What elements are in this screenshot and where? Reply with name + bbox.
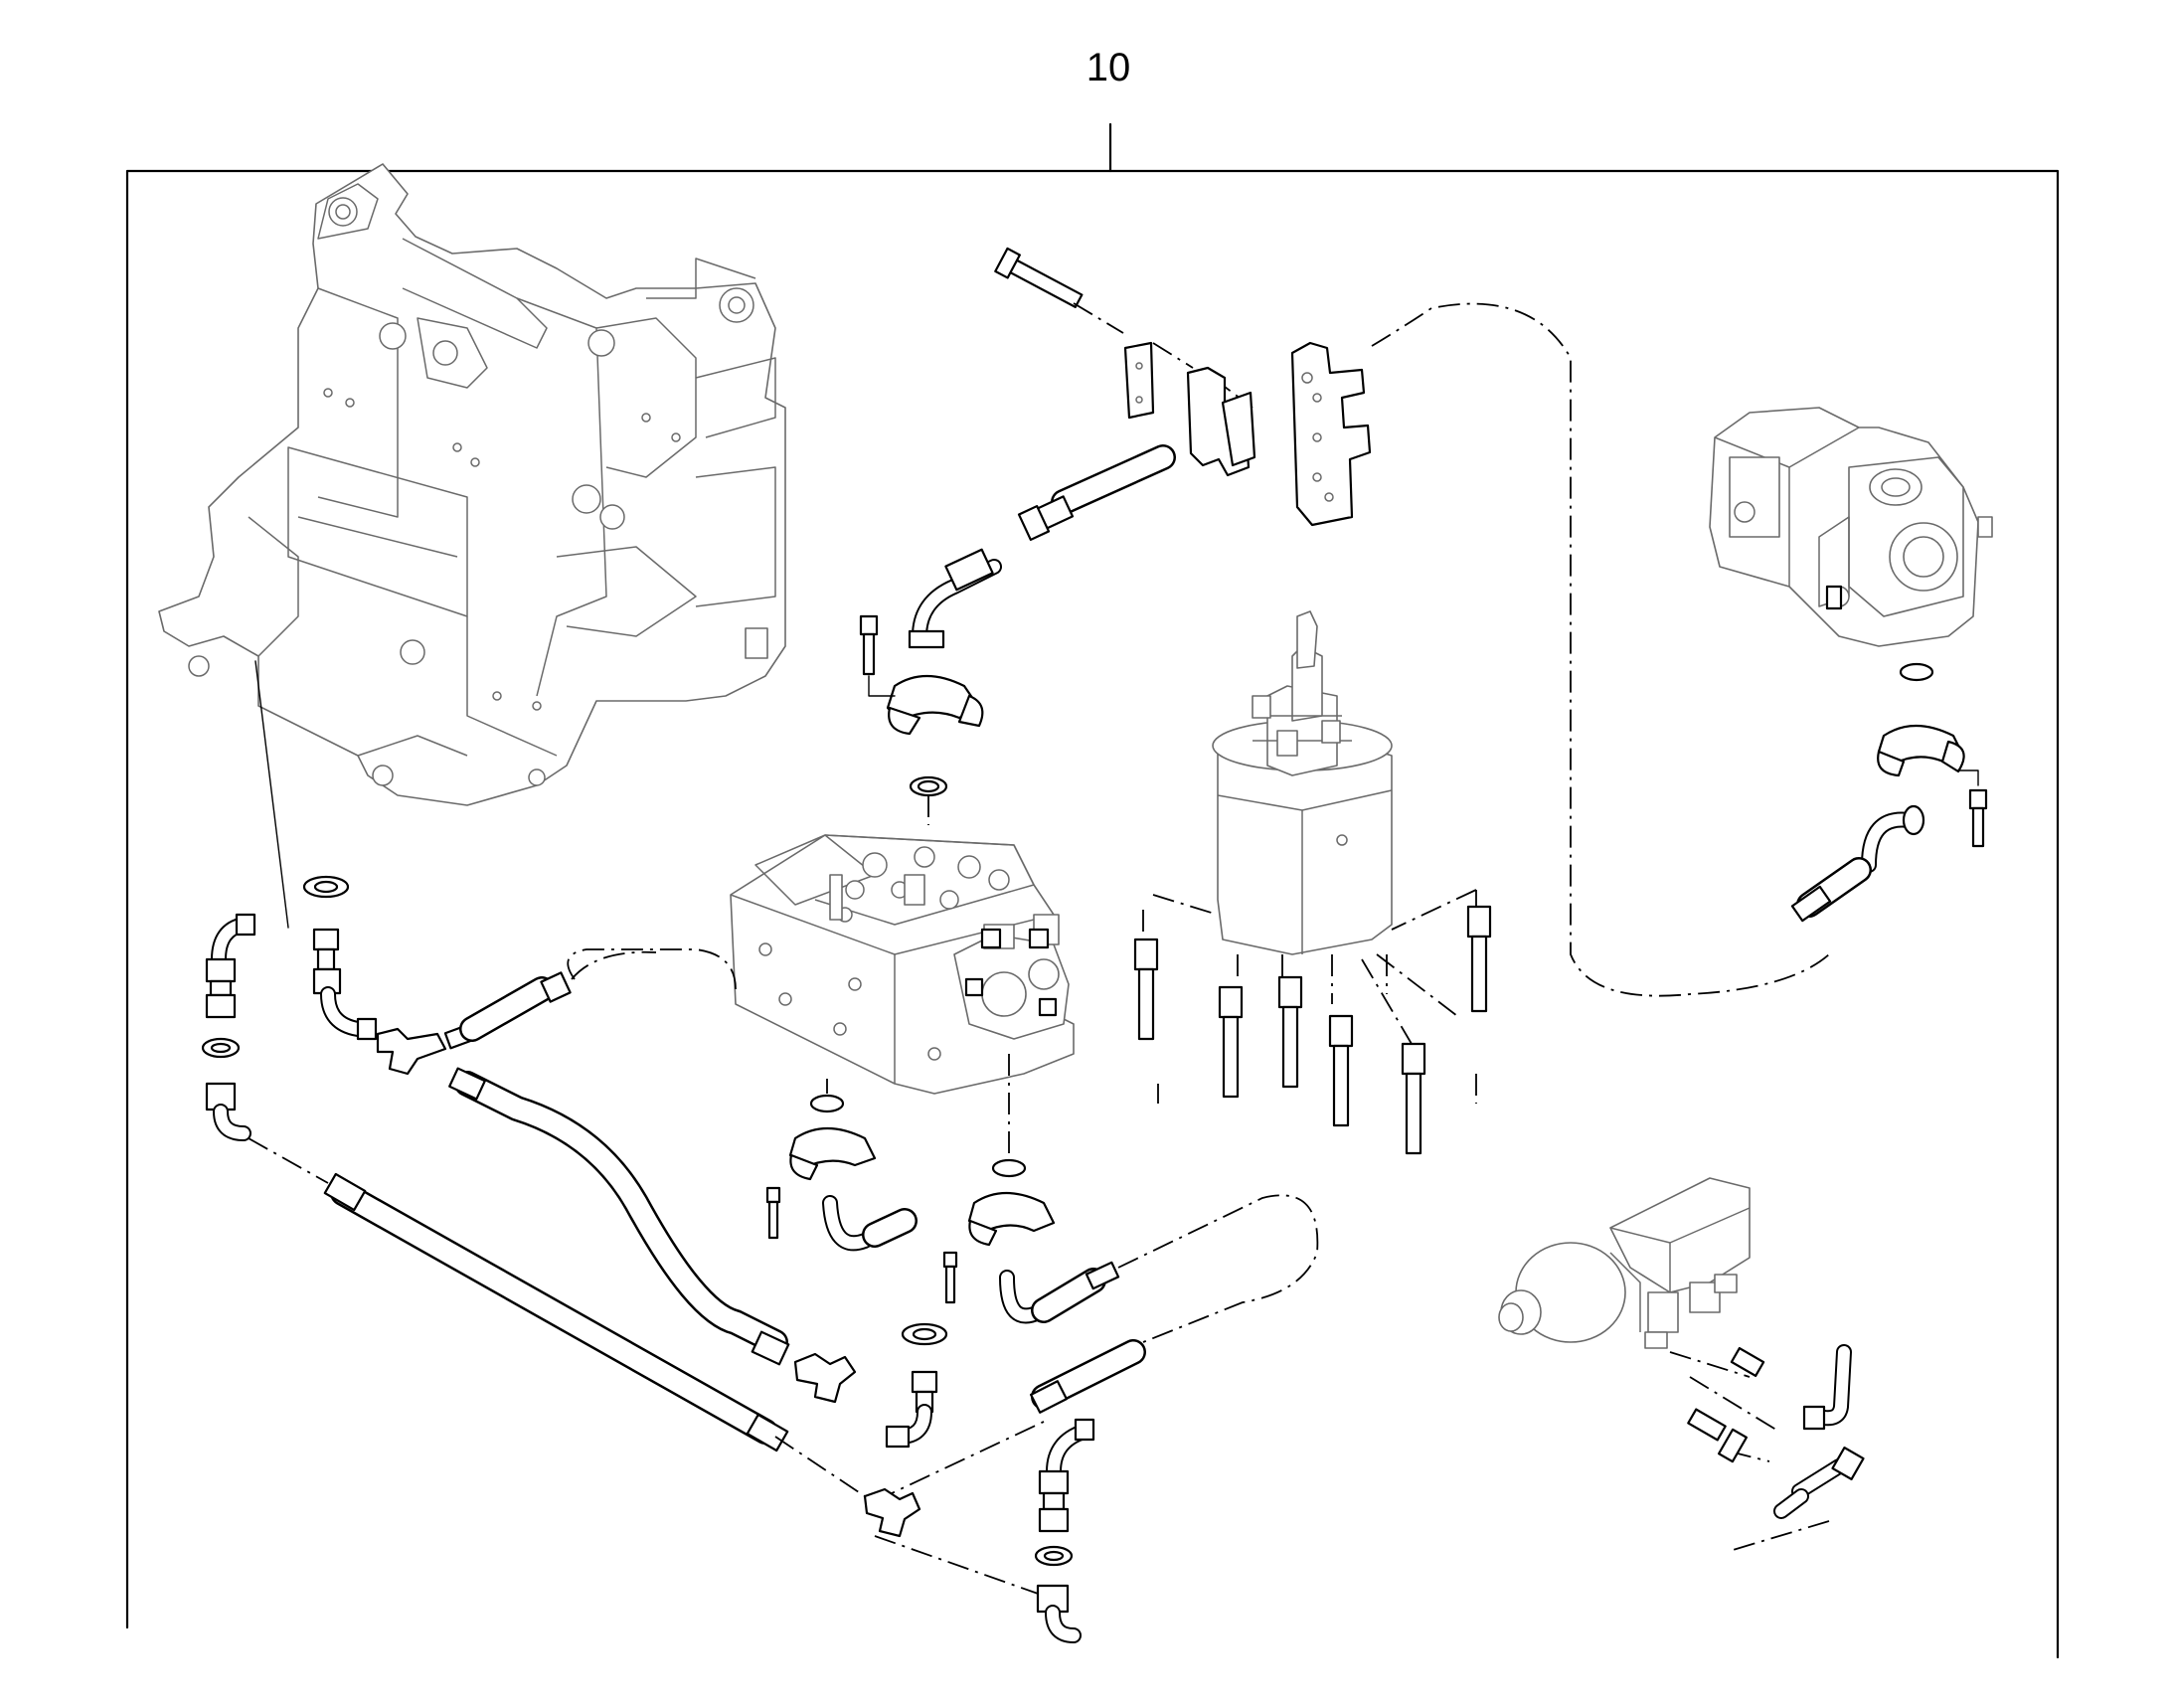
assembly-frame — [125, 122, 2060, 1659]
connection-line — [248, 1137, 1045, 1597]
hose-end-set — [1133, 905, 1492, 1155]
callout-number: 10 — [1086, 46, 1131, 89]
lower-clamp-set — [765, 1094, 1120, 1324]
accumulator-fittings — [1687, 1344, 1865, 1519]
connection-line — [1371, 302, 1830, 997]
left-fitting-column — [201, 875, 572, 1141]
lower-fitting-set — [793, 1322, 948, 1538]
frame-leader — [254, 660, 289, 929]
lower-right-hose — [1029, 1339, 1146, 1643]
connection-line — [1117, 1194, 1319, 1343]
connection-line — [1669, 1351, 1830, 1552]
connection-line — [1142, 889, 1477, 1104]
gear-pump — [1212, 610, 1393, 955]
connection-line — [567, 795, 1010, 1158]
piston-pump — [1709, 407, 1993, 647]
accumulator-valve — [1498, 1177, 1751, 1349]
right-flange-clamp — [1790, 662, 1988, 923]
hydraulic-hoses — [323, 1067, 790, 1452]
control-valve-block — [730, 834, 1075, 1095]
bracket-assembly — [859, 247, 1372, 797]
connection-line — [571, 950, 657, 980]
chassis-frame — [158, 163, 786, 806]
